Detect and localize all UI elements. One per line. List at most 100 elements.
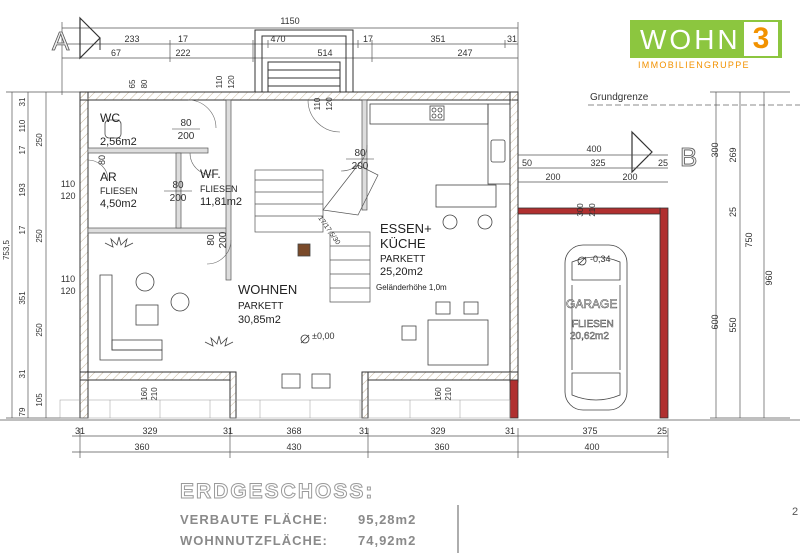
svg-text:400: 400 [586,144,601,154]
svg-text:200: 200 [170,193,187,204]
svg-text:110: 110 [61,274,75,284]
room-wc: WC 2,56m2 [100,111,137,148]
svg-text:430: 430 [286,442,301,452]
left-window-dims: 110 120 110 120 [60,179,75,296]
walls [79,91,669,419]
top-window-dims: 65 80 110 120 110 120 [128,75,334,111]
svg-text:25: 25 [728,207,738,217]
right-dimensions: 300 269 25 600 550 750 960 [710,91,790,419]
entry-canopy [254,29,354,93]
logo-subtitle: IMMOBILIENGRUPPE [638,60,750,70]
logo-number: 3 [744,22,778,56]
room-ar-floor: FLIESEN [100,186,138,196]
svg-text:17: 17 [18,225,27,234]
svg-text:67: 67 [111,48,121,58]
left-dimension-text: 31 110 17 193 17 351 31 79 250 250 250 1… [2,97,44,416]
kitchen-island [435,184,497,208]
svg-text:351: 351 [18,291,27,305]
room-wf-area: 11,81m2 [200,196,242,208]
built-area-row: VERBAUTE FLÄCHE: 95,28m2 [180,512,415,527]
coffee-table-icon [135,304,159,326]
svg-text:25: 25 [658,158,668,168]
company-logo: WOHN 3 IMMOBILIENGRUPPE [630,20,782,72]
logo-bar: WOHN 3 [630,20,782,58]
room-garage-floor: FLIESEN [572,319,614,330]
armchair-icon [135,272,155,292]
svg-text:120: 120 [60,191,75,201]
svg-text:210: 210 [150,387,159,401]
svg-text:247: 247 [457,48,472,58]
fireplace-icon [297,243,311,257]
room-ar: AR FLIESEN 4,50m2 [100,170,138,210]
svg-text:470: 470 [270,34,285,44]
svg-text:250: 250 [35,229,44,243]
dining-table-icon [427,319,489,366]
svg-text:400: 400 [584,442,599,452]
railing-height: Geländerhöhe 1,0m [376,283,447,292]
section-a-label: A [52,26,70,56]
svg-text:222: 222 [175,48,190,58]
room-wf-floor: FLIESEN [200,184,238,194]
svg-text:17: 17 [178,34,188,44]
property-line-label: Grundgrenze [590,92,649,103]
svg-text:31: 31 [18,97,27,106]
svg-text:250: 250 [35,133,44,147]
svg-text:80: 80 [172,180,184,191]
svg-text:200: 200 [352,161,369,172]
room-garage-area: 20,62m2 [570,331,609,342]
room-garage-name: GARAGE [566,297,617,311]
svg-text:80: 80 [206,234,217,246]
level-marker: ±0,00 [300,331,334,344]
car-icon [564,244,628,411]
garage-dimensions: 400 50 325 25 200 200 300 210 [518,144,668,217]
room-essen-floor: PARKETT [380,254,425,265]
svg-text:210: 210 [444,387,453,401]
room-wohnen-name: WOHNEN [238,282,297,297]
room-wohnen-area: 30,85m2 [238,314,281,326]
svg-text:329: 329 [430,426,445,436]
svg-text:80: 80 [140,79,149,88]
room-wohnen: WOHNEN PARKETT 30,85m2 [238,282,297,326]
svg-text:200: 200 [622,172,637,182]
svg-text:193: 193 [18,183,27,197]
room-wc-name: WC [100,111,120,125]
svg-text:31: 31 [505,426,515,436]
svg-text:31: 31 [75,426,85,436]
svg-text:160: 160 [434,387,443,401]
svg-text:110: 110 [18,119,27,132]
svg-text:351: 351 [430,34,445,44]
logo-word: WOHN [640,24,741,55]
top-dimension-text: 1150 233 17 470 17 351 31 67 222 514 247 [111,16,517,58]
svg-text:17: 17 [363,34,373,44]
svg-text:160: 160 [140,387,149,401]
living-area-row: WOHNNUTZFLÄCHE: 74,92m2 [180,533,415,548]
svg-text:200: 200 [178,131,195,142]
garage-level-text: -0,34 [590,254,611,264]
stove-icon [429,105,445,121]
svg-text:960: 960 [764,270,774,285]
svg-text:120: 120 [325,97,334,111]
level-marker-text: ±0,00 [312,331,334,341]
svg-text:105: 105 [35,393,44,407]
room-essen-area: 25,20m2 [380,266,423,278]
svg-text:210: 210 [588,203,597,217]
svg-text:31: 31 [18,369,27,378]
section-marker-a: A [52,16,101,60]
sofa-icon [99,274,163,361]
svg-text:31: 31 [359,426,369,436]
svg-text:25: 25 [657,426,667,436]
svg-text:250: 250 [35,323,44,337]
svg-text:368: 368 [286,426,301,436]
room-essen-name2: KÜCHE [380,236,426,251]
staircase [254,164,379,303]
svg-text:750: 750 [744,232,754,247]
svg-text:120: 120 [60,286,75,296]
dim-top-overall: 1150 [280,16,299,26]
svg-text:110: 110 [313,97,322,110]
svg-text:375: 375 [582,426,597,436]
svg-text:200: 200 [545,172,560,182]
